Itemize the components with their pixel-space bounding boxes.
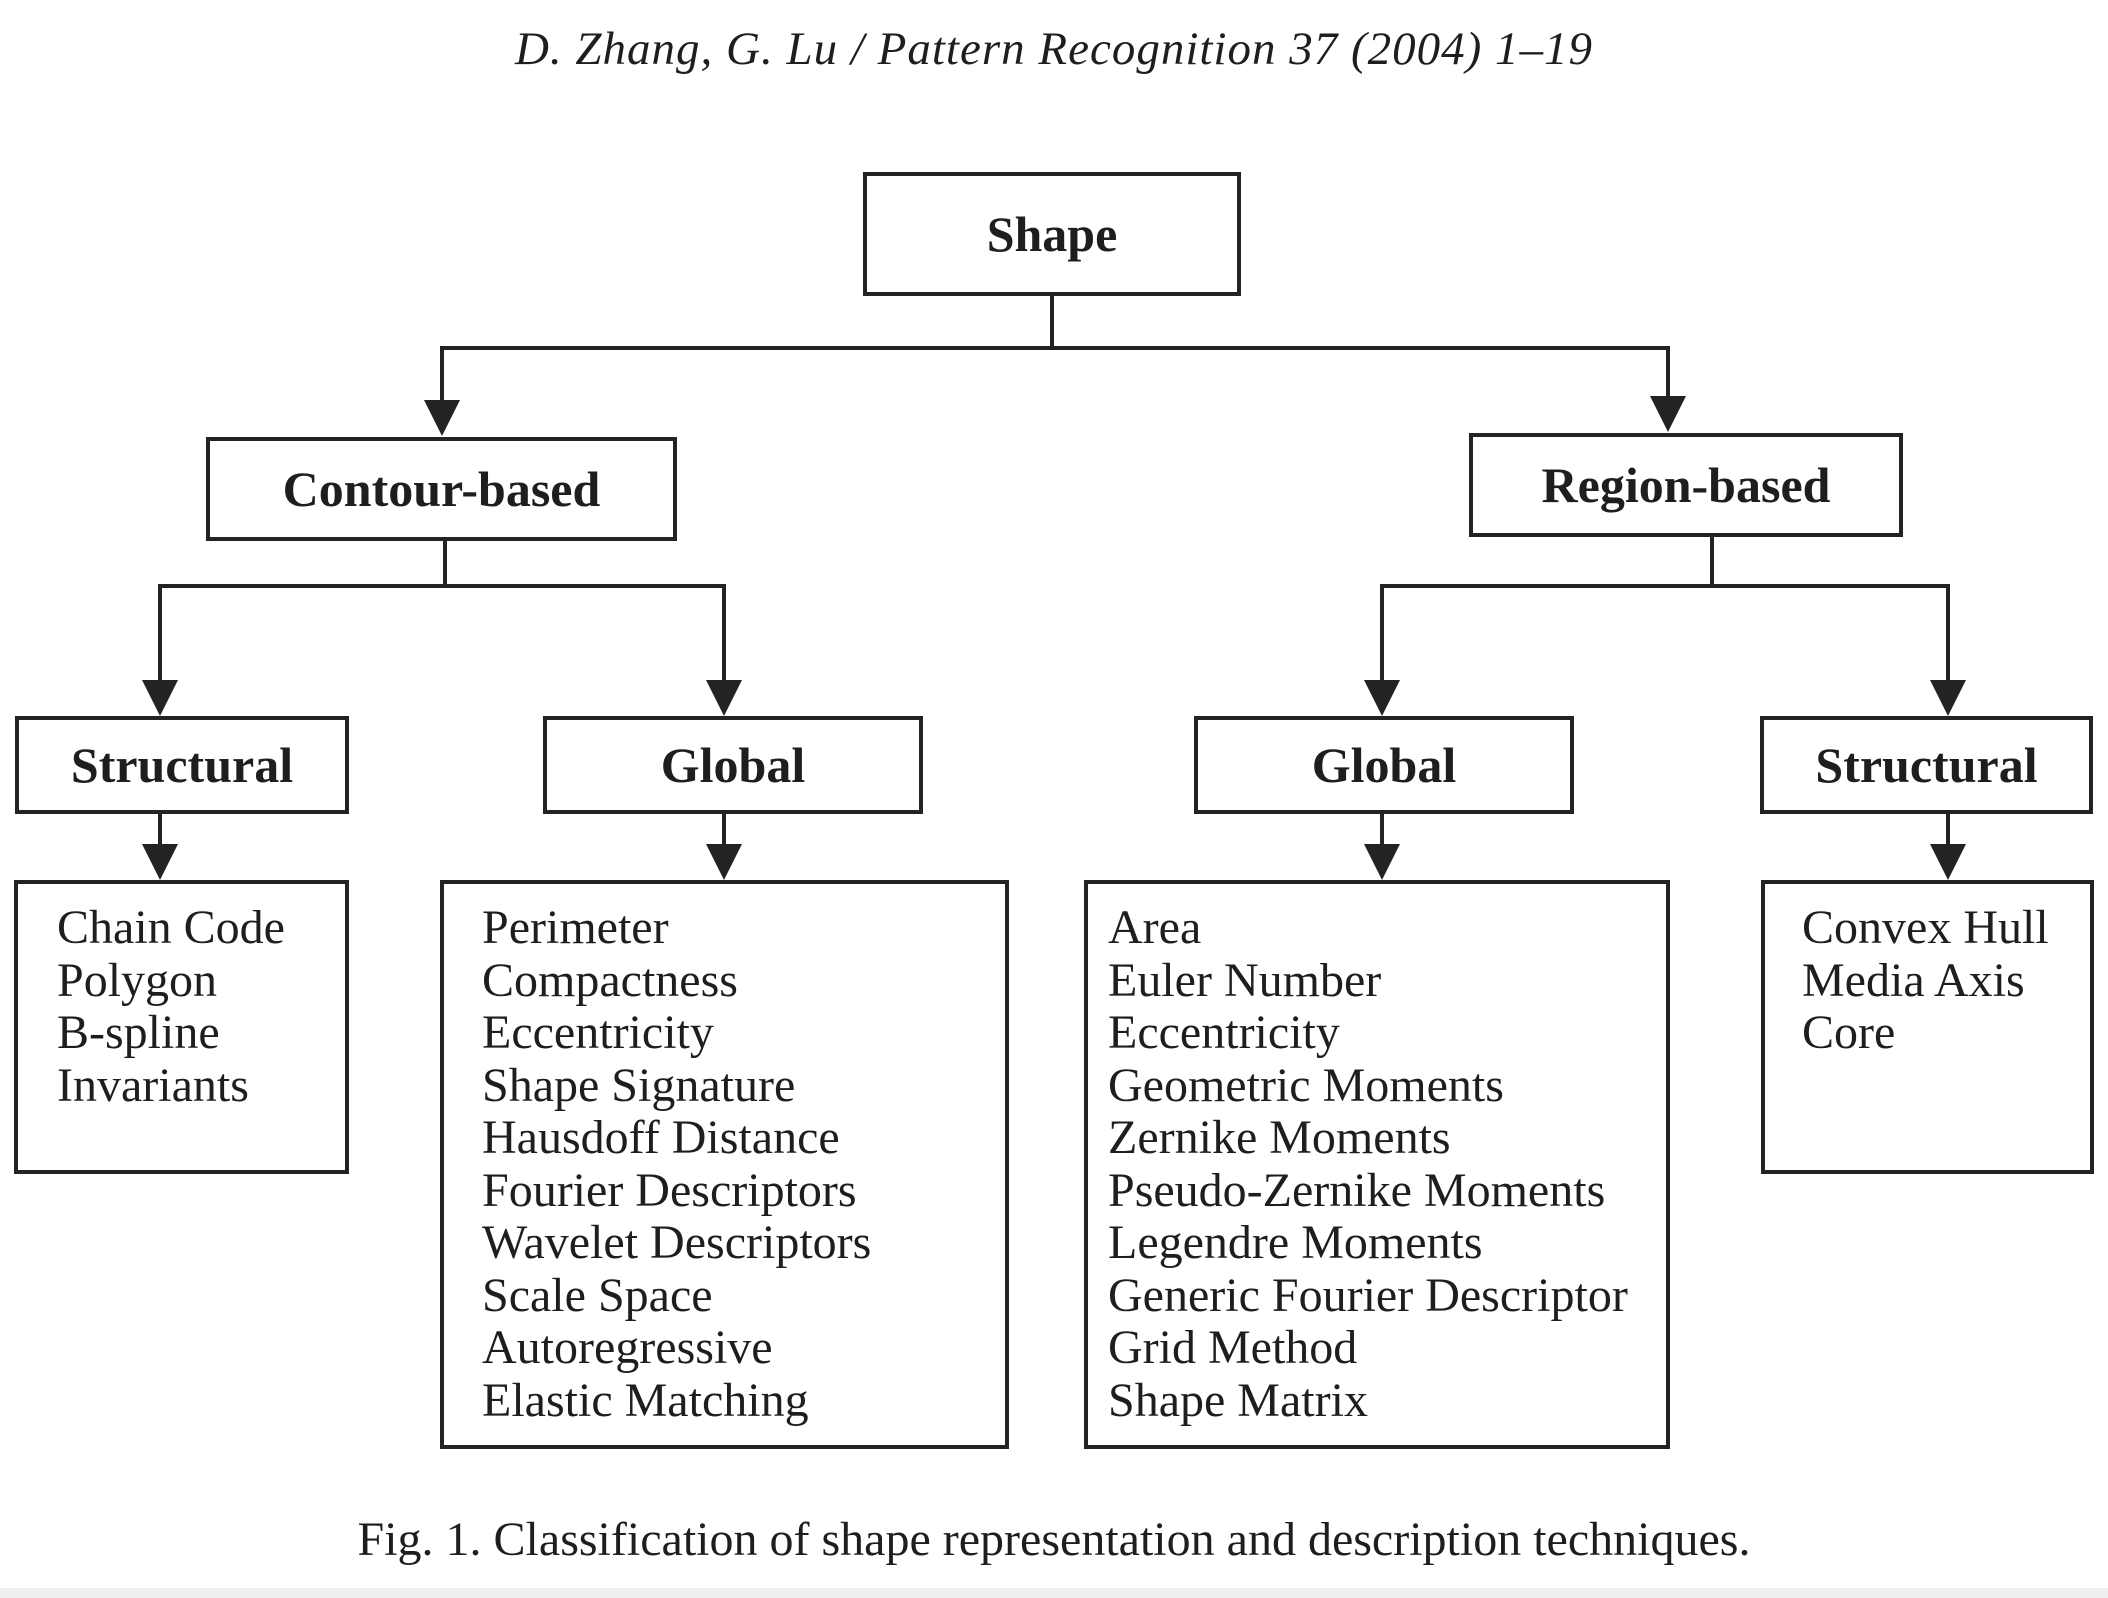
arrowhead-contour-structural: [142, 680, 178, 716]
list-item: Euler Number: [1108, 953, 1382, 1007]
list-item: Polygon: [57, 953, 218, 1007]
arrowhead-region-global: [1364, 680, 1400, 716]
arrowhead-list-1: [142, 844, 178, 880]
arrowhead-contour-global: [706, 680, 742, 716]
list-item: Generic Fourier Descriptor: [1108, 1268, 1628, 1322]
arrowhead-region: [1650, 396, 1686, 432]
list-item: B-spline: [57, 1006, 220, 1059]
connector-region: [1380, 533, 1950, 688]
list-item: Eccentricity: [1108, 1006, 1340, 1059]
page-bottom-edge: [0, 1588, 2108, 1598]
list-item: Pseudo-Zernike Moments: [1108, 1163, 1606, 1217]
node-region-based: Region-based: [1469, 433, 1903, 537]
list-region-structural-methods: Convex Hull Media Axis Core: [1761, 880, 2094, 1174]
node-region-global: Global: [1194, 716, 1574, 814]
arrowhead-region-structural: [1930, 680, 1966, 716]
list-item: Media Axis: [1802, 953, 2025, 1007]
list-item: Convex Hull: [1802, 901, 2049, 954]
list-contour-structural-methods: Chain Code Polygon B-spline Invariants: [14, 880, 349, 1174]
arrowhead-list-4: [1930, 844, 1966, 880]
list-item: Wavelet Descriptors: [482, 1216, 872, 1269]
connector-lists: [158, 810, 1950, 850]
list-region-global-methods: Area Euler Number Eccentricity Geometric…: [1084, 880, 1670, 1449]
list-item: Eccentricity: [482, 1006, 714, 1059]
list-item: Invariants: [57, 1058, 249, 1112]
node-contour-structural: Structural: [15, 716, 349, 814]
list-item: Autoregressive: [482, 1321, 773, 1374]
list-item: Grid Method: [1108, 1321, 1358, 1374]
running-header: D. Zhang, G. Lu / Pattern Recognition 37…: [514, 23, 1594, 75]
node-region-based-label: Region-based: [1541, 457, 1831, 513]
node-contour-structural-label: Structural: [70, 737, 294, 793]
list-item: Core: [1802, 1006, 1896, 1059]
node-shape-label: Shape: [986, 206, 1118, 262]
node-contour-global: Global: [543, 716, 923, 814]
node-region-structural: Structural: [1760, 716, 2093, 814]
list-item: Hausdoff Distance: [482, 1111, 840, 1164]
list-item: Fourier Descriptors: [482, 1163, 857, 1217]
connector-root: [440, 294, 1670, 402]
connector-contour: [158, 539, 726, 688]
node-contour-based: Contour-based: [206, 437, 677, 541]
node-shape: Shape: [863, 172, 1241, 296]
list-item: Shape Signature: [482, 1058, 796, 1112]
node-contour-global-label: Global: [660, 737, 806, 793]
list-item: Shape Matrix: [1108, 1373, 1368, 1427]
list-item: Area: [1108, 901, 1202, 954]
arrowhead-list-2: [706, 844, 742, 880]
node-region-global-label: Global: [1311, 737, 1457, 793]
list-contour-global-methods: Perimeter Compactness Eccentricity Shape…: [440, 880, 1009, 1449]
list-item: Compactness: [482, 953, 738, 1007]
list-item: Zernike Moments: [1108, 1111, 1451, 1164]
arrowhead-contour: [424, 400, 460, 436]
node-contour-based-label: Contour-based: [282, 461, 601, 517]
figure-caption: Fig. 1. Classification of shape represen…: [357, 1513, 1751, 1566]
node-region-structural-label: Structural: [1815, 737, 2038, 793]
list-item: Elastic Matching: [482, 1373, 809, 1427]
arrowhead-list-3: [1364, 844, 1400, 880]
list-item: Scale Space: [482, 1268, 713, 1322]
list-item: Chain Code: [57, 901, 285, 954]
list-item: Legendre Moments: [1108, 1216, 1483, 1269]
list-item: Geometric Moments: [1108, 1058, 1504, 1112]
list-item: Perimeter: [482, 901, 669, 954]
